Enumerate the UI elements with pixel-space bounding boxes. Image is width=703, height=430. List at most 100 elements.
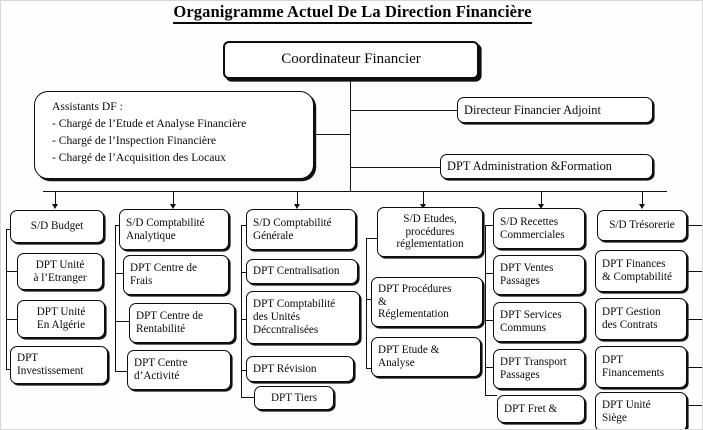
node-label-line-2: des Unités: [253, 311, 300, 323]
node-label-line-1: DPT Etude &: [378, 344, 440, 357]
node-dpt-comptabilite-unites-decentralisees[interactable]: DPT Comptabilité des Unités Déccntralisé…: [246, 291, 360, 344]
page-title: Organigramme Actuel De La Direction Fina…: [1, 2, 702, 24]
node-label-line-1: DPT Unité: [35, 258, 85, 271]
node-dpt-revision[interactable]: DPT Révision: [246, 356, 354, 382]
node-label-line-2: Générale: [253, 229, 294, 242]
node-label-line-1: S/D Recettes: [500, 215, 559, 228]
node-dpt-administration-formation[interactable]: DPT Administration &Formation: [440, 154, 653, 179]
connector-col4-drop: [423, 191, 425, 205]
node-dpt-transport-passages[interactable]: DPT Transport Passages: [493, 349, 585, 389]
node-label: S/D Trésorerie: [609, 219, 675, 231]
node-label-line-1: DPT Procédures: [378, 282, 452, 295]
arrow-to-col2: [170, 204, 176, 209]
node-label-line-1: DPT: [17, 352, 39, 365]
node-sd-comptabilite-generale[interactable]: S/D Comptabilité Générale: [246, 209, 356, 250]
node-dpt-unite-algerie[interactable]: DPT Unité En Algérie: [17, 300, 105, 338]
connector-col2-drop: [173, 191, 175, 205]
connector-col6-item1-right: [686, 271, 702, 273]
node-label: DPT Révision: [253, 362, 317, 375]
node-dpt-services-communs[interactable]: DPT Services Communs: [493, 302, 585, 342]
assistants-line-2: - Chargé de l’Etude et Analyse Financièr…: [52, 117, 247, 131]
node-label-line-1: DPT Unité: [602, 399, 651, 412]
arrow-to-col1: [52, 204, 58, 209]
connector-col2-bus: [115, 225, 117, 371]
connector-col5-drop: [541, 191, 543, 205]
connector-col5-to-item1: [485, 273, 493, 275]
node-label-line-1: DPT: [602, 354, 624, 367]
node-dpt-centralisation[interactable]: DPT Centralisation: [246, 259, 358, 284]
connector-col2-to-item3: [115, 371, 132, 373]
node-label-line-2: Siège: [602, 412, 627, 424]
node-label: DPT Administration &Formation: [447, 159, 612, 174]
node-label: Coordinateur Financier: [281, 51, 421, 68]
node-dpt-centre-de-rentabilite[interactable]: DPT Centre de Rentabilité: [129, 303, 235, 343]
node-dpt-centre-d-activite[interactable]: DPT Centre d’Activité: [127, 350, 231, 390]
node-dpt-centre-de-frais[interactable]: DPT Centre de Frais: [123, 255, 229, 295]
node-sd-recettes-commerciales[interactable]: S/D Recettes Commerciales: [493, 208, 585, 249]
node-label: DPT Centralisation: [253, 265, 340, 277]
node-dpt-ventes-passages[interactable]: DPT Ventes Passages: [493, 255, 585, 295]
node-coordinateur-financier[interactable]: Coordinateur Financier: [223, 41, 479, 79]
connector-col2-to-item2: [115, 321, 132, 323]
node-dpt-finances-comptabilite[interactable]: DPT Finances & Comptabilité: [595, 250, 687, 292]
node-assistants-df[interactable]: Assistants DF : - Chargé de l’Etude et A…: [34, 91, 314, 179]
connector-col2-to-item1: [115, 273, 127, 275]
arrow-to-col6: [639, 204, 645, 209]
node-label-line-2: Financements: [602, 367, 665, 379]
node-label-line-1: S/D Comptabilité: [126, 216, 205, 229]
arrow-to-col4: [420, 204, 426, 209]
node-label: Directeur Financier Adjoint: [464, 102, 601, 117]
connector-col3-to-item4: [241, 397, 258, 399]
node-sd-etudes-procedures-reglementation[interactable]: S/D Etudes, procédures réglementation: [377, 207, 483, 257]
node-sd-tresorerie[interactable]: S/D Trésorerie: [597, 210, 687, 241]
node-sd-comptabilite-analytique[interactable]: S/D Comptabilité Analytique: [119, 209, 229, 250]
node-label-line-1: S/D Comptabilité: [253, 216, 332, 229]
arrow-to-col3: [294, 204, 300, 209]
connector-col6-head-right: [686, 225, 702, 227]
node-dpt-procedures-reglementation[interactable]: DPT Procédures & Réglementation: [371, 277, 483, 327]
node-label-line-2: des Contrats: [602, 319, 658, 331]
connector-col5-to-head: [485, 225, 493, 227]
node-label-line-3: Réglementation: [378, 308, 449, 321]
node-label-line-2: Commerciales: [500, 228, 565, 241]
node-label-line-1: DPT Comptabilité: [253, 298, 336, 311]
connector-col6-drop: [642, 191, 644, 205]
assistants-line-3: - Chargé de l’Inspection Financière: [52, 134, 216, 148]
node-dpt-financements[interactable]: DPT Financements: [595, 346, 687, 388]
node-label-line-2: Frais: [130, 275, 153, 287]
node-label-line-2: & Comptabilité: [602, 271, 672, 283]
connector-col1-to-item2: [6, 319, 24, 321]
node-label-line-2: Investissement: [17, 365, 84, 377]
connector-root-to-adjoint: [350, 110, 457, 112]
node-label-line-2: à l’Etranger: [33, 271, 87, 284]
connector-col1-drop: [55, 191, 57, 205]
node-label-line-3: réglementation: [396, 238, 464, 251]
node-label-line-1: DPT Centre: [134, 357, 188, 370]
node-dpt-unite-etranger[interactable]: DPT Unité à l’Etranger: [17, 253, 103, 290]
connector-col6-item3-right: [686, 367, 702, 369]
node-label-line-3: Déccntralisées: [253, 323, 319, 336]
connector-col6-item4-right: [686, 405, 702, 407]
node-dpt-unite-siege[interactable]: DPT Unité Siège: [595, 392, 687, 429]
node-directeur-financier-adjoint[interactable]: Directeur Financier Adjoint: [457, 97, 653, 123]
node-label-line-1: DPT Centre de: [130, 262, 197, 275]
node-dpt-gestion-des-contrats[interactable]: DPT Gestion des Contrats: [595, 298, 687, 340]
node-label-line-2: Analyse: [378, 357, 415, 369]
node-label-line-1: DPT Services: [500, 309, 562, 322]
node-dpt-investissement[interactable]: DPT Investissement: [10, 346, 108, 384]
node-label-line-2: Passages: [500, 369, 540, 381]
connector-col5-bus: [485, 225, 487, 395]
node-dpt-etude-analyse[interactable]: DPT Etude & Analyse: [371, 337, 481, 377]
node-label-line-1: DPT Finances: [602, 258, 666, 271]
connector-distribution-bus: [43, 191, 667, 193]
connector-root-to-staff: [313, 134, 351, 136]
connector-col3-bus: [241, 225, 243, 397]
node-dpt-tiers[interactable]: DPT Tiers: [254, 386, 334, 410]
node-label-line-2: Communs: [500, 322, 547, 334]
node-sd-budget[interactable]: S/D Budget: [10, 210, 104, 243]
connector-col4-bus: [366, 238, 368, 368]
connector-col3-drop: [297, 191, 299, 205]
node-dpt-fret[interactable]: DPT Fret &: [497, 395, 585, 423]
node-label-line-2: Rentabilité: [136, 323, 186, 335]
